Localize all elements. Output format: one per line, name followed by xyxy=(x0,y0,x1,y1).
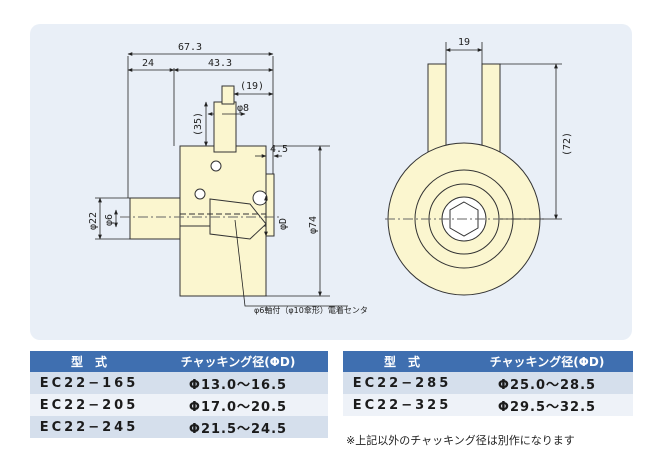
dim-phi74: φ74 xyxy=(308,216,319,234)
side-view-labels: 67.3 24 43.3 (19) φ8 (35) 4.5 φ22 φ6 φD … xyxy=(88,42,368,315)
technical-drawing: 67.3 24 43.3 (19) φ8 (35) 4.5 φ22 φ6 φD … xyxy=(88,37,573,315)
side-view-dimensions xyxy=(95,52,348,307)
technical-drawing-panel: 67.3 24 43.3 (19) φ8 (35) 4.5 φ22 φ6 φD … xyxy=(30,24,632,340)
dim-72: (72) xyxy=(562,132,573,156)
dim-overall: 67.3 xyxy=(178,42,202,53)
table-row: EC22−205 Φ17.0〜20.5 xyxy=(30,394,328,416)
table-header-row: 型 式 チャッキング径(ΦD) xyxy=(30,351,328,372)
diameter-cell: Φ25.0〜28.5 xyxy=(461,372,633,394)
model-cell: EC22−325 xyxy=(343,394,461,416)
spec-table-left: 型 式 チャッキング径(ΦD) EC22−165 Φ13.0〜16.5 EC22… xyxy=(30,351,328,438)
front-view xyxy=(385,63,545,296)
center-annotation: φ6軸付（φ10傘形）電着センタ xyxy=(254,305,368,315)
dim-phi8: φ8 xyxy=(237,103,249,114)
dim-35: (35) xyxy=(193,112,204,136)
table-row: EC22−285 Φ25.0〜28.5 xyxy=(343,372,633,394)
table-header-row: 型 式 チャッキング径(ΦD) xyxy=(343,351,633,372)
table-row: EC22−165 Φ13.0〜16.5 xyxy=(30,372,328,394)
header-chucking-diameter: チャッキング径(ΦD) xyxy=(461,351,633,372)
header-model: 型 式 xyxy=(30,351,148,372)
header-model: 型 式 xyxy=(343,351,461,372)
front-view-dimensions xyxy=(445,42,562,220)
dim-phi6: φ6 xyxy=(104,214,115,226)
diameter-cell: Φ13.0〜16.5 xyxy=(148,372,328,394)
header-chucking-diameter: チャッキング径(ΦD) xyxy=(148,351,328,372)
model-cell: EC22−245 xyxy=(30,416,148,438)
table-row: EC22−245 Φ21.5〜24.5 xyxy=(30,416,328,438)
dim-phi22: φ22 xyxy=(88,212,99,230)
diameter-cell: Φ21.5〜24.5 xyxy=(148,416,328,438)
model-cell: EC22−285 xyxy=(343,372,461,394)
table-row: EC22−325 Φ29.5〜32.5 xyxy=(343,394,633,416)
dim-19-side: (19) xyxy=(240,81,264,92)
dim-right: 43.3 xyxy=(208,58,232,69)
dim-19-top: 19 xyxy=(458,37,470,48)
dim-left: 24 xyxy=(142,58,154,69)
diameter-cell: Φ29.5〜32.5 xyxy=(461,394,633,416)
model-cell: EC22−165 xyxy=(30,372,148,394)
side-view xyxy=(120,85,280,297)
front-view-labels: 19 (72) xyxy=(458,37,573,156)
diameter-cell: Φ17.0〜20.5 xyxy=(148,394,328,416)
spec-table-right: 型 式 チャッキング径(ΦD) EC22−285 Φ25.0〜28.5 EC22… xyxy=(343,351,633,416)
footnote: ※上記以外のチャッキング径は別作になります xyxy=(346,434,575,447)
dim-phiD: φD xyxy=(278,218,289,230)
model-cell: EC22−205 xyxy=(30,394,148,416)
dim-4-5: 4.5 xyxy=(270,144,288,155)
